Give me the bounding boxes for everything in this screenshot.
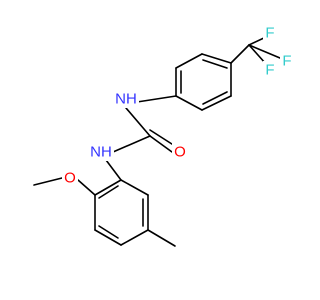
bond-ring2-f [120,179,149,196]
bond-c-o-double [149,129,176,147]
bond-nh-c [125,107,151,137]
atom-F3: F [263,61,277,79]
bond-ring2-ch3 [147,229,176,247]
bond-ring1-a [201,53,232,64]
bond-o-ch3 [33,177,63,186]
molecule-canvas: F F F NH O NH [33,24,294,247]
atom-NH-lower: NH [88,143,114,161]
atom-label-O-carbonyl: O [174,144,186,161]
bond-nh2-ring2 [105,159,122,181]
bond-ring2-a-in [98,185,119,199]
bond-ring1-e-in [202,91,228,105]
bond-cf3-f2 [248,44,281,59]
atom-label-NH-upper: NH [115,91,137,108]
atom-label-NH-lower: NH [90,144,112,161]
bond-ring1-nh [136,95,177,103]
atom-label-O-methoxy: O [64,170,76,187]
bond-ring2-c-in [98,225,119,239]
atom-NH-upper: NH [113,90,139,108]
bond-ring1-a-in [202,59,228,69]
atom-O-methoxy: O [62,169,78,187]
bond-ring2-d [120,229,149,246]
bond-c-nh2 [112,135,151,153]
bond-cf3-ring [230,44,250,64]
bond-ring2-a [94,179,122,196]
atom-F1: F [263,24,277,42]
atom-O-carbonyl: O [172,143,188,161]
atom-label-F2: F [282,53,291,70]
molecule-structure: F F F NH O NH [33,24,294,247]
bond-ring1-e [201,95,232,111]
bond-ring2-c [94,229,122,246]
atom-label-F3: F [265,62,274,79]
bond-ring1-b [175,53,203,69]
bond-ring1-d [175,95,203,111]
bond-cf3-f3 [248,44,267,65]
atom-label-layer: F F F NH O NH [62,24,294,187]
bond-c-o [149,135,173,153]
atom-label-F1: F [265,25,274,42]
atom-F2: F [280,52,294,70]
bond-ring2-o [77,179,96,196]
bond-layer [33,36,281,247]
